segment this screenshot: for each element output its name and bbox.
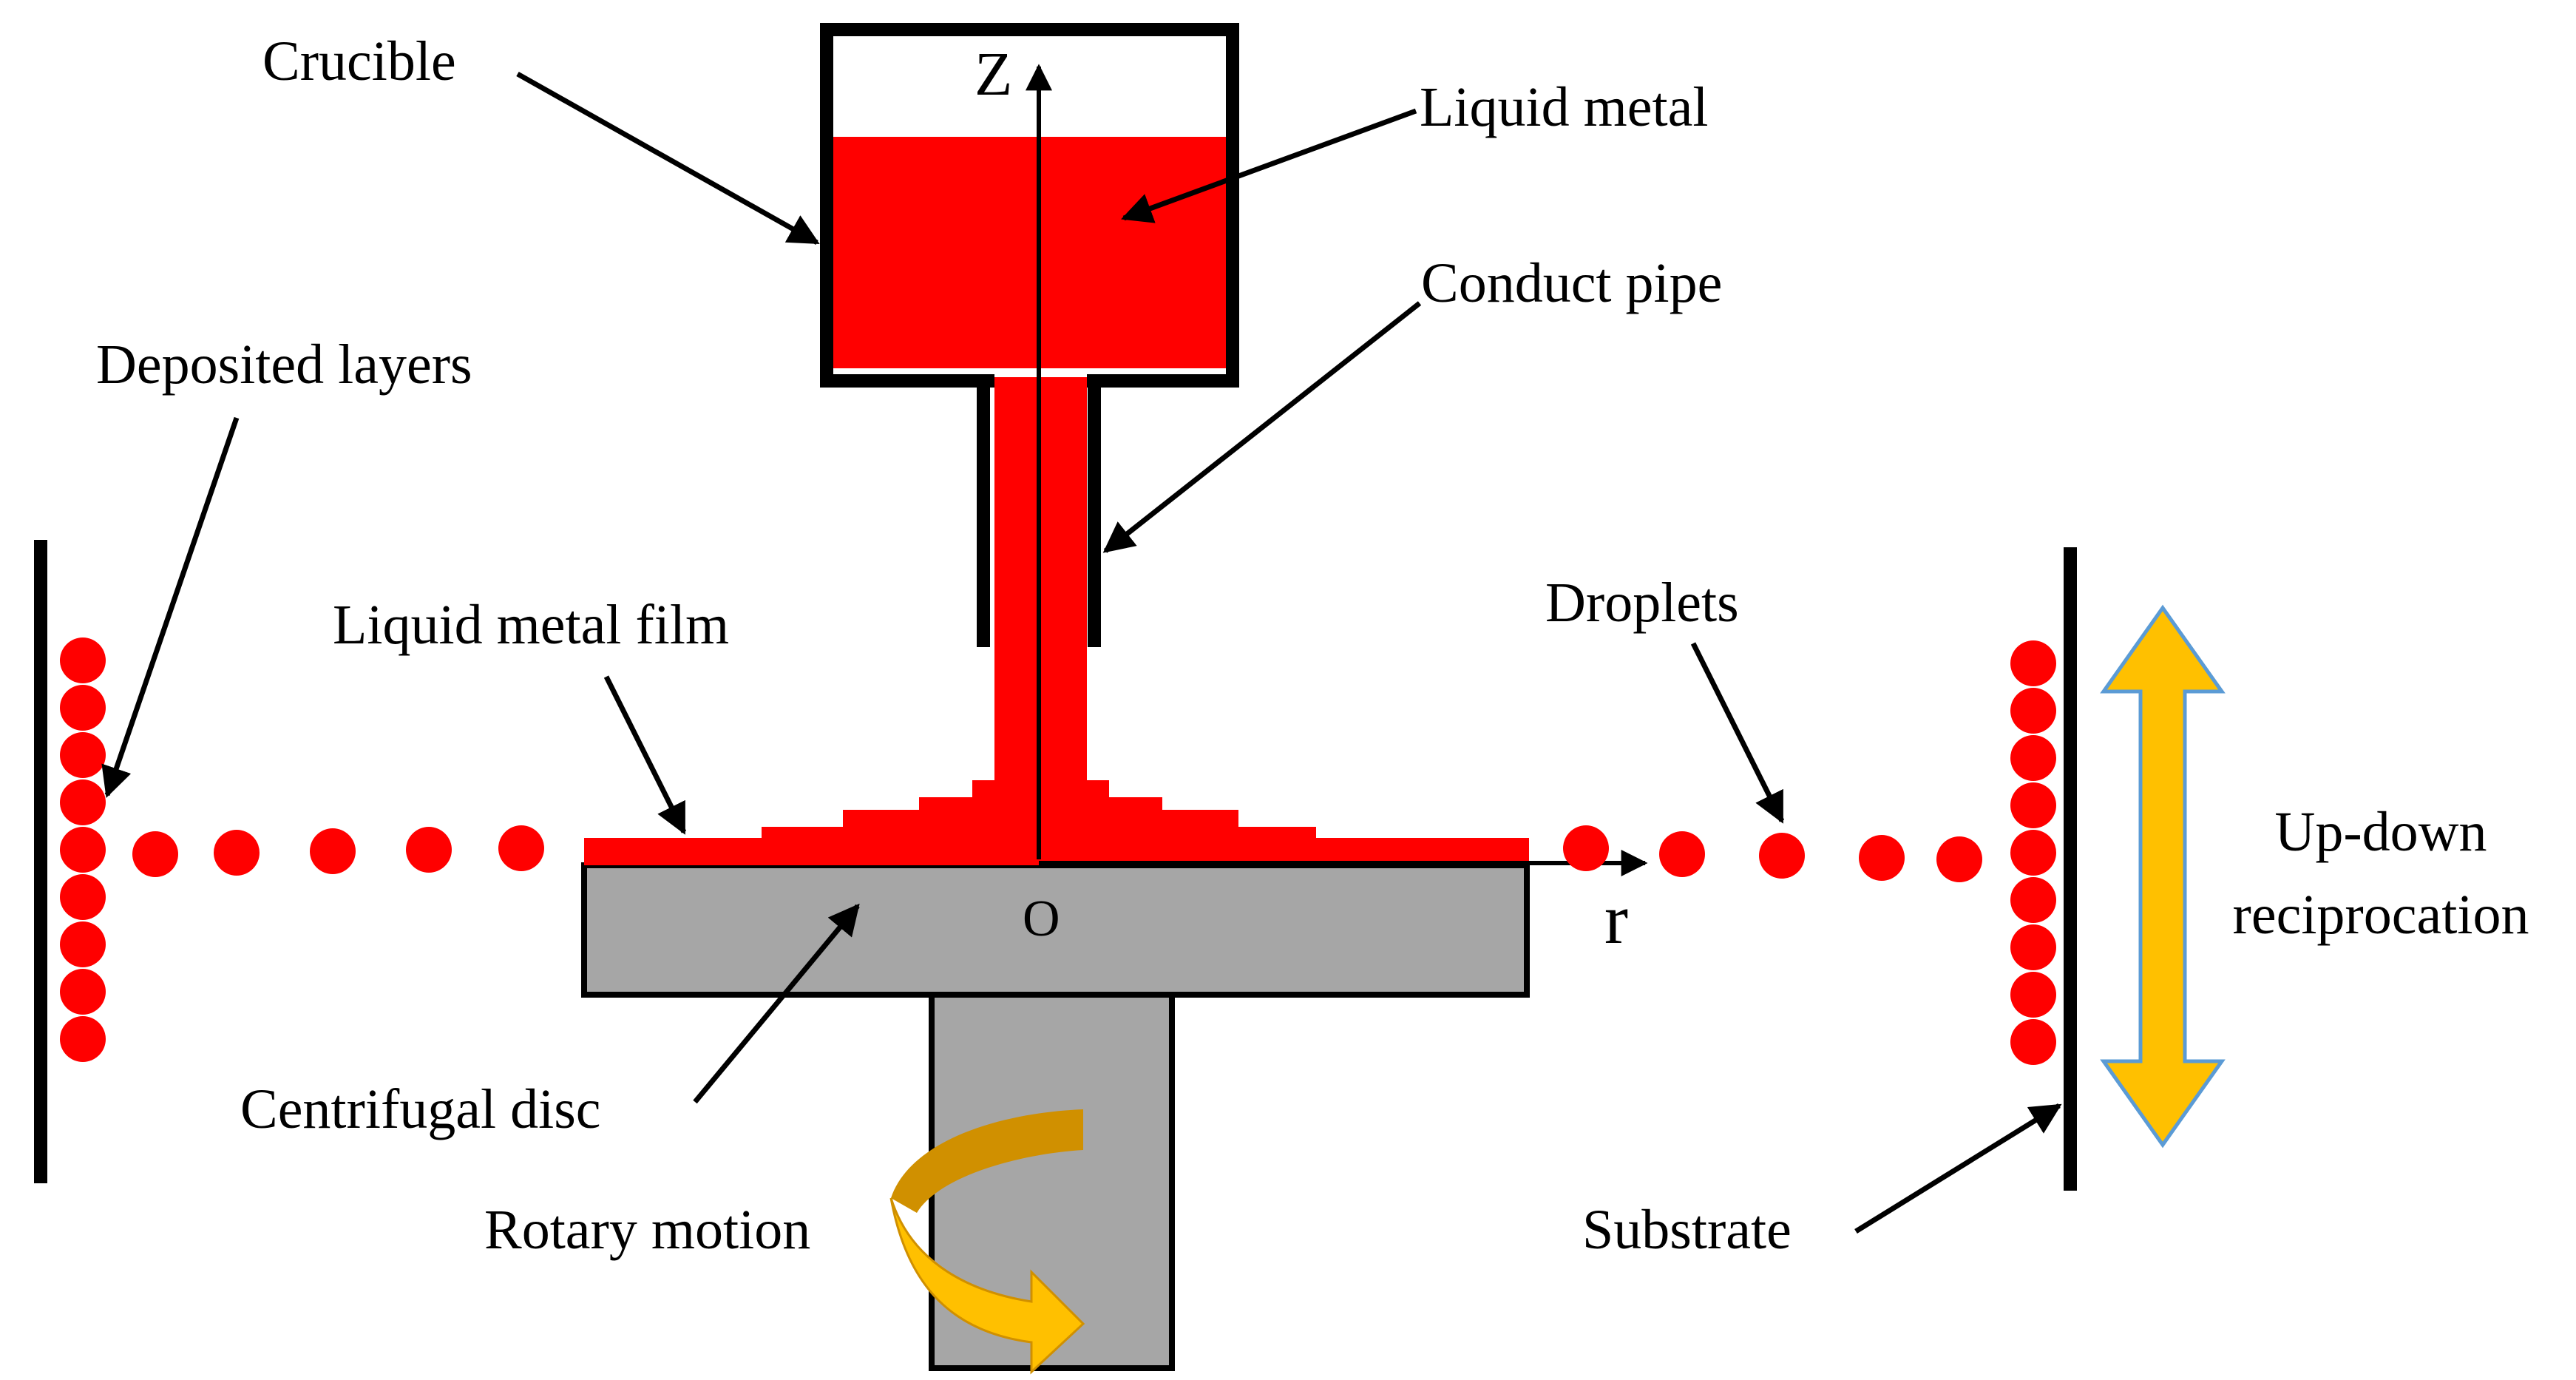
deposited-droplet (2010, 830, 2056, 876)
deposited-droplet (2010, 782, 2056, 828)
droplet (1563, 825, 1609, 871)
deposited-droplet (60, 732, 106, 778)
droplet (406, 827, 452, 873)
label-rotary-motion: Rotary motion (484, 1199, 810, 1261)
droplet (1936, 836, 1982, 882)
deposited-droplet (60, 1016, 106, 1062)
label-substrate: Substrate (1582, 1199, 1792, 1261)
label-liquid-metal-film: Liquid metal film (333, 594, 729, 656)
label-deposited-layers: Deposited layers (96, 334, 472, 396)
deposited-droplet (2010, 688, 2056, 734)
liquid-metal-film (584, 377, 1529, 865)
crucible-liquid-metal (828, 137, 1231, 368)
r-axis-label: r (1604, 879, 1628, 958)
deposited-droplet (60, 969, 106, 1015)
z-axis-label: Z (975, 40, 1012, 109)
label-conduct-pipe: Conduct pipe (1421, 252, 1722, 314)
droplets-leader (1690, 642, 1785, 824)
deposited-droplet (60, 637, 106, 683)
deposited-droplet (2010, 877, 2056, 923)
droplet (132, 831, 178, 877)
liquid-metal-leader (1121, 108, 1417, 223)
deposited-droplet (2010, 1019, 2056, 1065)
substrate-leader (1854, 1103, 2062, 1234)
deposited-droplet (2010, 640, 2056, 686)
deposited-droplet (60, 874, 106, 920)
label-centrifugal-disc: Centrifugal disc (240, 1078, 601, 1140)
left-deposited-layers (60, 637, 106, 1062)
centrifugal-disc (581, 862, 1530, 998)
label-up-down: Up-down (2274, 801, 2487, 863)
rotary-arrow-back (891, 1109, 1083, 1213)
label-reciprocation: reciprocation (2233, 884, 2529, 946)
crucible-leader (516, 71, 820, 246)
deposited-droplet (60, 827, 106, 873)
deposited-droplet (2010, 924, 2056, 970)
right-flying-droplets (1563, 825, 1982, 882)
rotary-motion-icon (889, 1109, 1085, 1375)
liquid-metal-film-leader (603, 675, 687, 835)
origin-label: O (1023, 890, 1060, 947)
droplet (498, 825, 544, 871)
droplet (214, 830, 260, 876)
label-crucible: Crucible (262, 30, 456, 92)
deposited-droplet (2010, 972, 2056, 1018)
droplet (1759, 833, 1805, 879)
deposited-layers-leader (101, 416, 240, 798)
label-droplets: Droplets (1545, 572, 1739, 634)
droplet (310, 828, 356, 874)
label-liquid-metal: Liquid metal (1420, 76, 1708, 138)
left-flying-droplets (132, 825, 544, 877)
deposited-droplet (60, 779, 106, 825)
up-down-reciprocation-arrow (2100, 604, 2226, 1149)
crucible-outline (820, 23, 1239, 388)
deposited-droplet (60, 921, 106, 967)
rotary-arrow-front (889, 1197, 1085, 1375)
droplet (1859, 835, 1905, 881)
right-deposited-layers (2010, 640, 2056, 1065)
conduct-pipe-leader (1102, 301, 1422, 553)
deposited-droplet (60, 685, 106, 731)
droplet (1659, 831, 1705, 877)
centrifugal-disc-leader (693, 903, 860, 1104)
deposited-droplet (2010, 735, 2056, 781)
